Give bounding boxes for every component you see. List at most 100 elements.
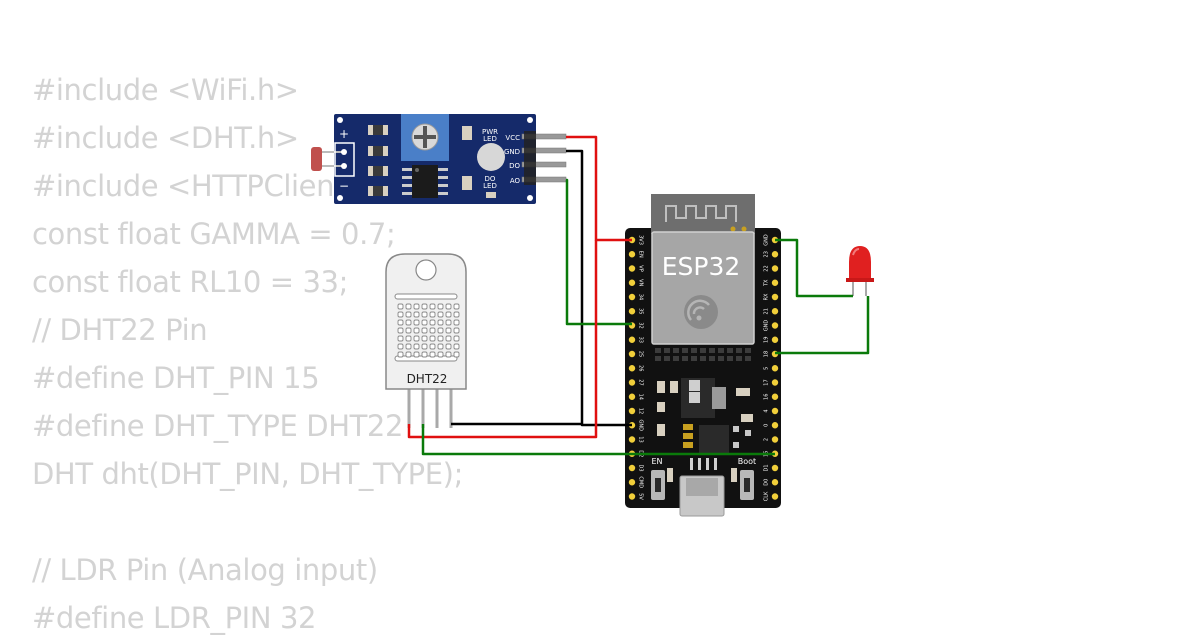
- ldr-pin-do[interactable]: [521, 161, 567, 168]
- esp32-right-pin[interactable]: [771, 436, 779, 443]
- photoresistor-icon: [311, 142, 355, 177]
- esp32-left-pin-label: D3: [638, 464, 644, 471]
- esp32-right-pin[interactable]: [771, 308, 779, 315]
- pwr-led-label-2: LED: [483, 135, 497, 143]
- code-line: const float RL10 = 33;: [32, 265, 348, 299]
- en-button-label: EN: [651, 457, 662, 466]
- esp32-right-pin-label: D1: [764, 464, 770, 471]
- esp32-right-pin[interactable]: [771, 365, 779, 372]
- esp32-right-pin[interactable]: [771, 493, 779, 500]
- esp32-left-pin-label: 27: [638, 379, 644, 385]
- esp32-right-pin[interactable]: [771, 393, 779, 400]
- esp32-right-pin-label: 21: [764, 308, 770, 314]
- code-line: DHT dht(DHT_PIN, DHT_TYPE);: [32, 457, 463, 491]
- potentiometer-icon: [401, 114, 449, 161]
- esp32-right-pin[interactable]: [771, 464, 779, 472]
- esp32-board[interactable]: ESP32: [625, 194, 781, 517]
- esp32-right-pin-label: 23: [764, 251, 770, 257]
- ldr-sensor-module[interactable]: + −: [311, 114, 567, 204]
- esp32-left-pin-label: 26: [638, 365, 644, 371]
- esp32-left-pin[interactable]: [628, 279, 636, 286]
- esp32-left-pin-label: 14: [638, 394, 644, 400]
- esp32-left-pin[interactable]: [628, 336, 636, 343]
- ldr-pin-gnd-label: GND: [504, 148, 520, 156]
- micro-usb-port-icon[interactable]: [679, 458, 725, 517]
- esp32-left-pin-label: GND: [638, 420, 644, 432]
- esp32-right-pin[interactable]: [771, 422, 779, 429]
- esp32-left-pin[interactable]: [628, 379, 636, 386]
- do-led-label-2: LED: [483, 182, 497, 190]
- esp32-left-pin[interactable]: [628, 493, 636, 500]
- esp32-left-pin[interactable]: [628, 293, 636, 301]
- esp32-right-pin[interactable]: [771, 279, 779, 286]
- esp32-left-pin[interactable]: [628, 436, 636, 443]
- wire-ldr-vcc[interactable]: [566, 135, 632, 242]
- wire-led-anode[interactable]: [775, 296, 870, 355]
- esp32-left-pin-label: 25: [638, 351, 644, 357]
- esp32-right-pin-label: CLK: [764, 491, 770, 501]
- ldr-minus-label: −: [339, 179, 349, 193]
- esp32-left-pin[interactable]: [628, 407, 636, 415]
- esp32-left-pin-label: 3V3: [638, 235, 644, 245]
- code-line: #include <DHT.h>: [32, 121, 299, 155]
- esp32-left-pin-label: 33: [638, 337, 644, 343]
- wire-dht-data[interactable]: [421, 424, 775, 456]
- esp32-right-pin-label: D0: [764, 479, 770, 486]
- esp32-left-pin-label: 34: [638, 294, 644, 300]
- esp32-right-pin[interactable]: [771, 265, 779, 272]
- esp32-right-pin-label: 19: [764, 337, 770, 343]
- esp32-right-pin-label: 0: [764, 424, 770, 427]
- esp32-left-pin[interactable]: [628, 251, 636, 258]
- wire-led-cathode[interactable]: [775, 238, 853, 298]
- esp32-right-pin[interactable]: [771, 293, 779, 301]
- esp32-left-pin[interactable]: [628, 265, 636, 272]
- ldr-pin-ao-label: AO: [510, 177, 521, 185]
- esp32-right-pin-label: RX: [764, 293, 770, 300]
- ldr-plus-label: +: [339, 127, 349, 141]
- usb-serial-chip-icon: [699, 425, 729, 453]
- esp32-right-pin[interactable]: [771, 407, 779, 415]
- code-line: #define LDR_PIN 32: [32, 601, 317, 635]
- esp32-right-pin-label: 5: [764, 367, 770, 370]
- esp32-right-pin[interactable]: [771, 336, 779, 343]
- esp32-left-pin[interactable]: [628, 365, 636, 372]
- esp32-right-pin[interactable]: [771, 479, 779, 486]
- esp32-left-pin[interactable]: [628, 393, 636, 400]
- esp32-right-pin[interactable]: [771, 322, 779, 329]
- esp32-left-pin-label: 13: [638, 436, 644, 442]
- esp32-right-pin[interactable]: [771, 251, 779, 258]
- esp32-right-pin-label: 18: [764, 351, 770, 357]
- esp32-right-pin[interactable]: [771, 379, 779, 386]
- esp32-left-pin[interactable]: [628, 479, 636, 486]
- esp32-left-pin[interactable]: [628, 350, 636, 358]
- esp32-right-pin-label: TX: [764, 279, 770, 287]
- esp32-right-pin-label: GND: [764, 234, 770, 246]
- pwr-led-label-1: PWR: [482, 128, 498, 136]
- wire-ldr-gnd[interactable]: [566, 149, 632, 427]
- code-line: const float GAMMA = 0.7;: [32, 217, 396, 251]
- esp32-left-pin-label: EN: [638, 251, 644, 258]
- esp32-left-pin-label: 5V: [638, 493, 644, 500]
- esp32-left-pin[interactable]: [628, 308, 636, 315]
- wire-ldr-ao[interactable]: [565, 178, 632, 326]
- red-led[interactable]: [846, 246, 874, 296]
- code-line: #define DHT_TYPE DHT22: [32, 409, 404, 443]
- esp32-right-pin-label: 16: [764, 394, 770, 400]
- comparator-chip-icon: [402, 165, 448, 198]
- wire-dht-vcc[interactable]: [407, 240, 598, 439]
- esp32-left-pin-label: 32: [638, 322, 644, 328]
- esp32-left-pin-label: CMD: [638, 476, 644, 488]
- dht22-sensor[interactable]: DHT22: [385, 253, 467, 428]
- esp32-left-pin[interactable]: [628, 464, 636, 472]
- esp32-left-pin-label: VP: [638, 265, 644, 271]
- pwr-led-icon: [477, 143, 505, 171]
- code-line: // LDR Pin (Analog input): [32, 553, 378, 587]
- esp32-chip-label: ESP32: [662, 252, 741, 281]
- ldr-pin-vcc-label: VCC: [505, 134, 520, 142]
- esp32-left-pin-label: 35: [638, 308, 644, 314]
- dht22-vent-grid-icon: [397, 303, 460, 358]
- boot-button-label: Boot: [738, 457, 756, 466]
- dht22-label: DHT22: [407, 372, 448, 386]
- esp32-right-pin-label: 4: [764, 409, 770, 412]
